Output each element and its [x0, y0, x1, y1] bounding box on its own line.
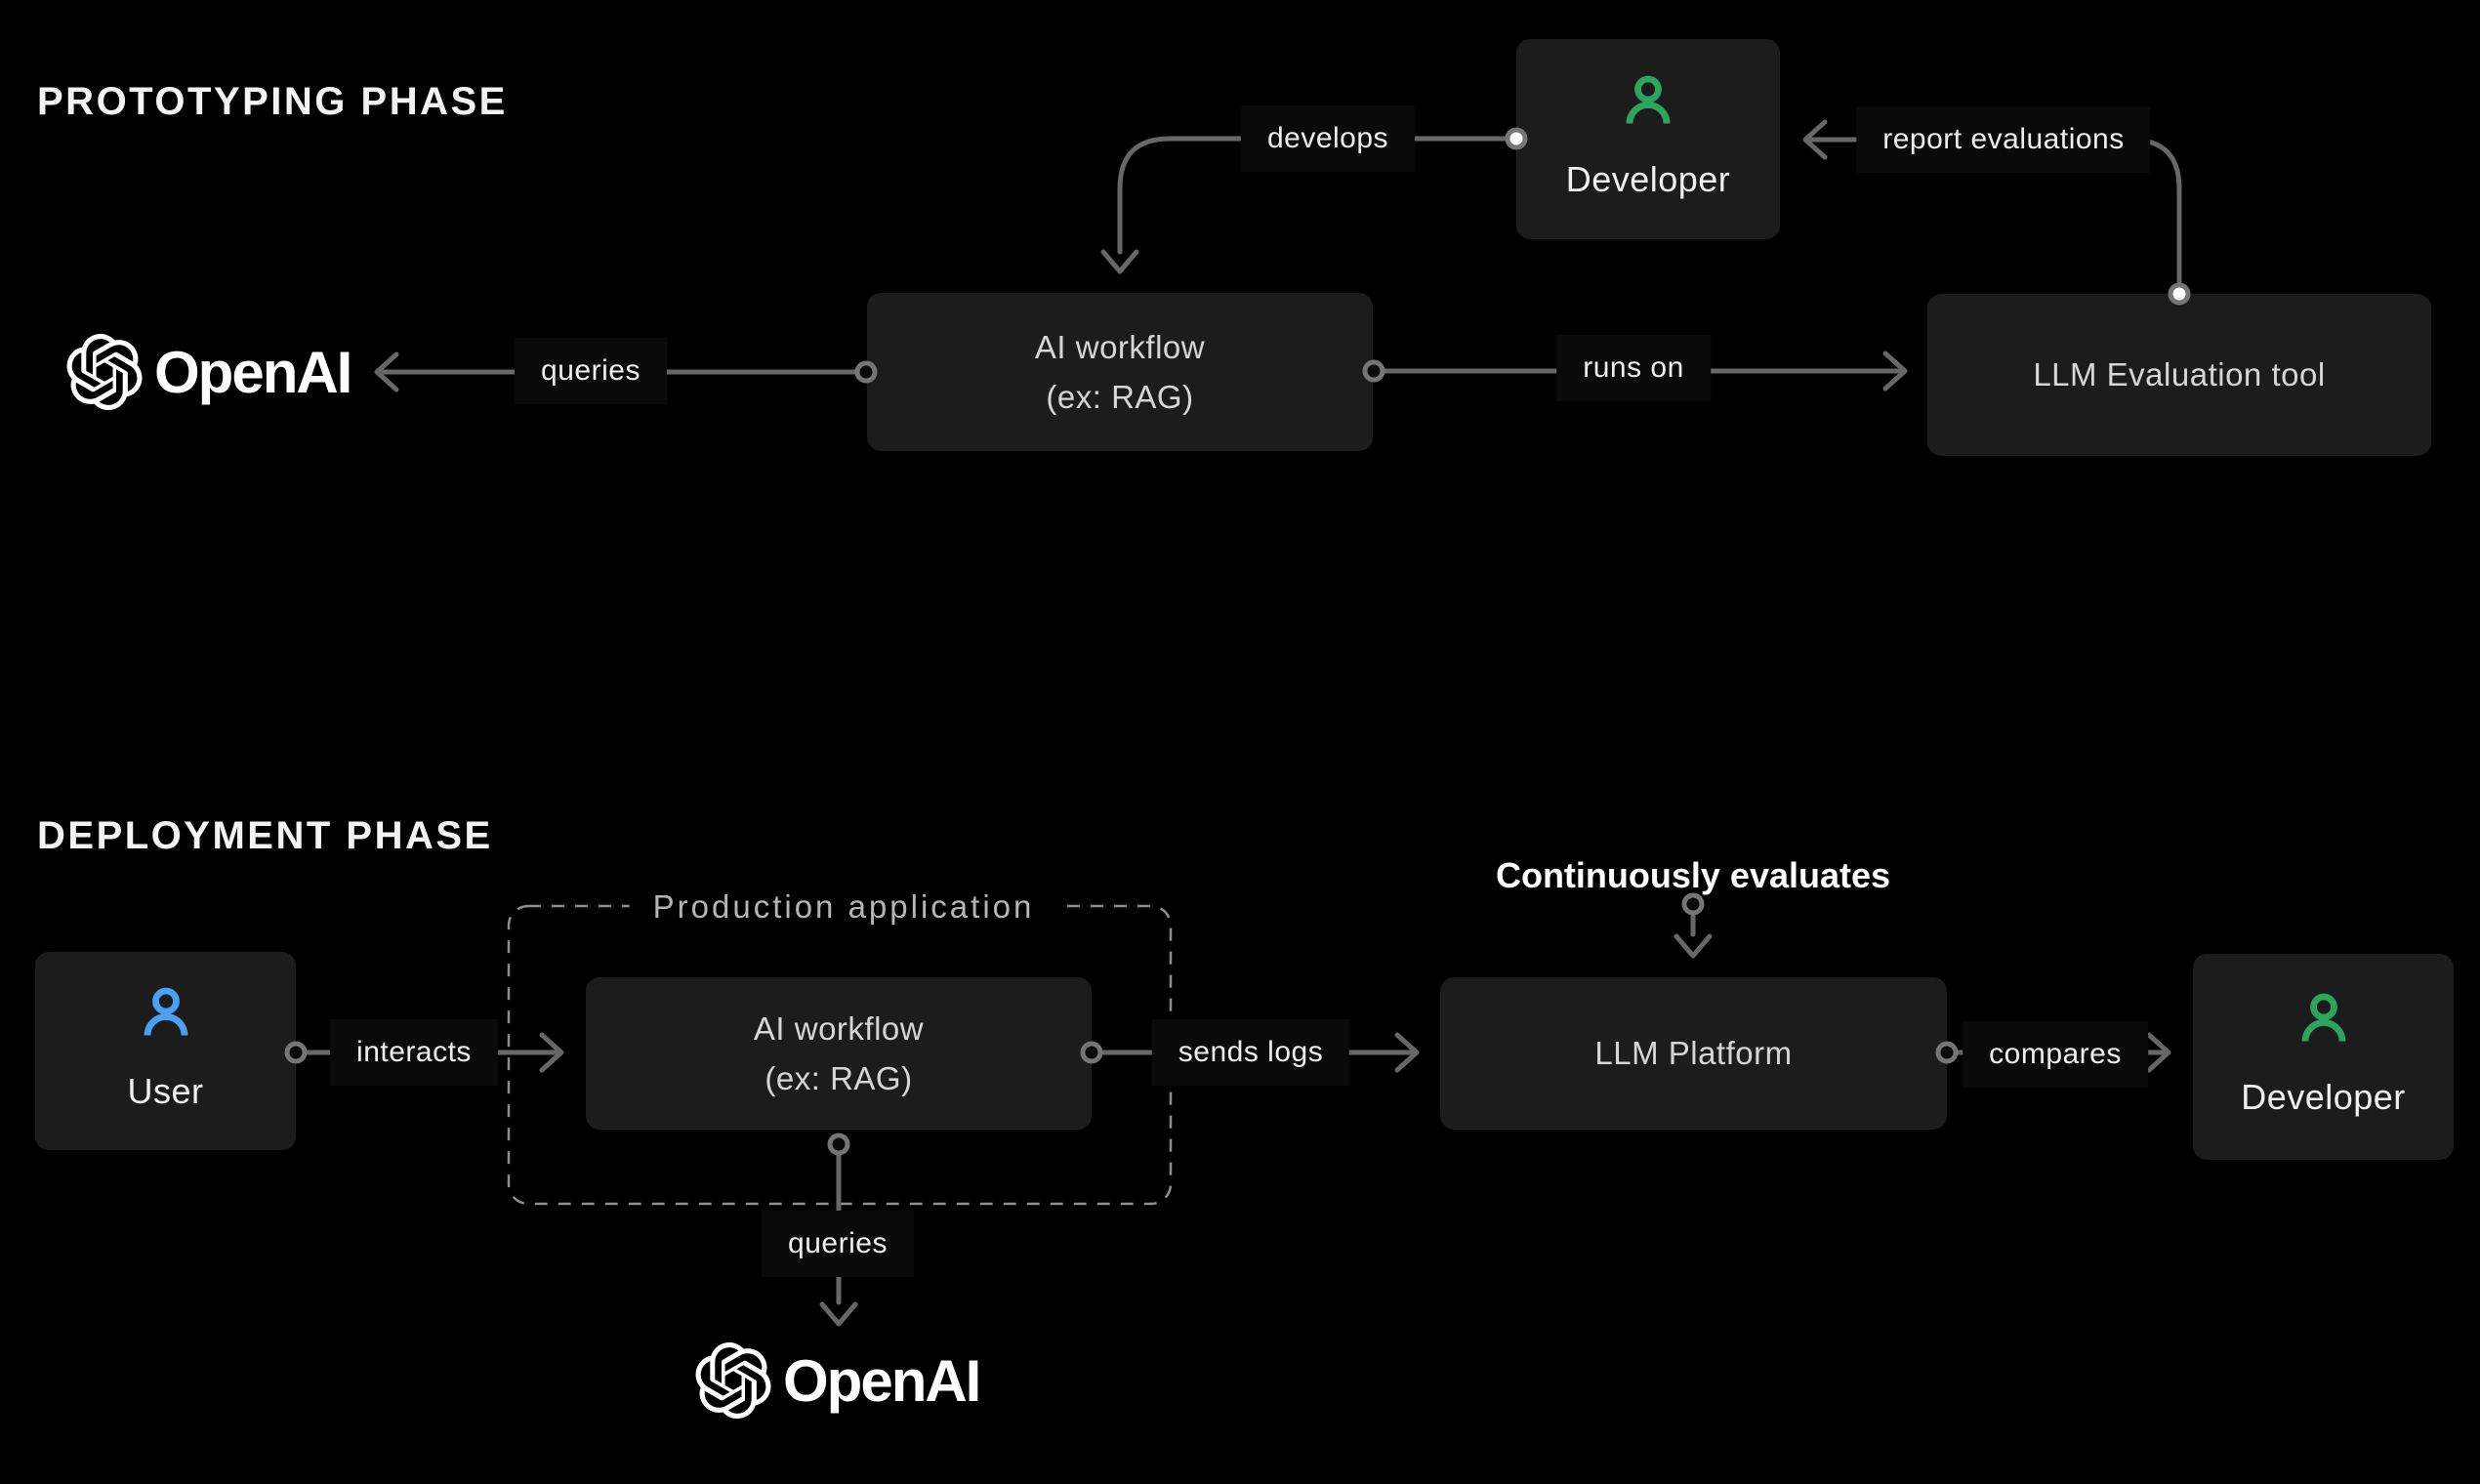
arrowhead-queries-bottom-icon — [819, 1301, 858, 1327]
dot-sends-logs — [1080, 1041, 1103, 1064]
edge-label-develops: develops — [1240, 105, 1416, 172]
node-label: Developer — [1565, 158, 1731, 199]
node-llm-evaluation-tool: LLM Evaluation tool — [1927, 294, 2431, 456]
dot-interacts — [284, 1041, 308, 1064]
openai-wordmark: OpenAI — [783, 1347, 981, 1414]
person-icon — [1626, 75, 1671, 124]
arrowhead-continuously-evaluates-icon — [1674, 933, 1713, 959]
node-user: User — [35, 952, 296, 1150]
node-label: Developer — [2241, 1076, 2406, 1117]
node-llm-platform: LLM Platform — [1440, 977, 1947, 1130]
arrowhead-compares-icon — [2146, 1032, 2171, 1073]
dot-report-evaluations — [2168, 282, 2191, 306]
openai-mark-icon — [695, 1342, 771, 1419]
node-developer-bottom: Developer — [2193, 954, 2454, 1160]
openai-mark-icon — [66, 334, 143, 410]
arrow-develops — [1117, 136, 1519, 255]
dot-runs-on — [1362, 359, 1385, 383]
arrowhead-queries-top-icon — [374, 351, 399, 392]
node-label: LLM Platform — [1594, 1035, 1793, 1072]
person-icon — [144, 987, 187, 1036]
dot-develops — [1505, 127, 1528, 150]
node-label: AI workflow — [753, 1010, 925, 1047]
openai-wordmark: OpenAI — [154, 339, 352, 405]
edge-label-runs-on: runs on — [1556, 335, 1711, 401]
node-label: LLM Evaluation tool — [2033, 356, 2326, 393]
node-sublabel: (ex: RAG) — [765, 1060, 913, 1096]
arrowhead-sends-logs-icon — [1394, 1032, 1420, 1073]
production-application-label: Production application — [629, 883, 1058, 931]
arrowhead-report-evaluations-icon — [1802, 119, 1828, 160]
openai-logo-bottom: OpenAI — [695, 1341, 981, 1420]
edge-label-sends-logs: sends logs — [1151, 1019, 1350, 1086]
node-ai-workflow-bottom: AI workflow (ex: RAG) — [586, 977, 1092, 1130]
arrowhead-develops-icon — [1100, 249, 1139, 274]
edge-label-interacts: interacts — [330, 1019, 498, 1086]
edge-label-queries-top: queries — [515, 338, 667, 404]
dot-compares — [1935, 1041, 1959, 1064]
node-label: User — [127, 1070, 204, 1111]
dot-queries-top — [854, 360, 878, 384]
edge-label-queries-bottom: queries — [762, 1211, 914, 1277]
openai-logo-top: OpenAI — [66, 333, 352, 411]
edge-label-report-evaluations: report evaluations — [1856, 106, 2151, 173]
node-sublabel: (ex: RAG) — [1046, 379, 1194, 415]
dot-continuously-evaluates — [1681, 892, 1705, 916]
prototyping-phase-title: PROTOTYPING PHASE — [37, 80, 508, 123]
continuously-evaluates-label: Continuously evaluates — [1495, 855, 1891, 895]
dot-queries-bottom — [827, 1133, 850, 1156]
deployment-phase-title: DEPLOYMENT PHASE — [37, 814, 493, 857]
node-developer-top: Developer — [1516, 39, 1780, 239]
node-ai-workflow-top: AI workflow (ex: RAG) — [867, 293, 1373, 451]
node-label: AI workflow — [1034, 328, 1206, 365]
arrowhead-runs-on-icon — [1882, 350, 1908, 392]
arrowhead-interacts-icon — [539, 1032, 564, 1073]
person-icon — [2301, 993, 2345, 1042]
edge-label-compares: compares — [1963, 1021, 2148, 1088]
